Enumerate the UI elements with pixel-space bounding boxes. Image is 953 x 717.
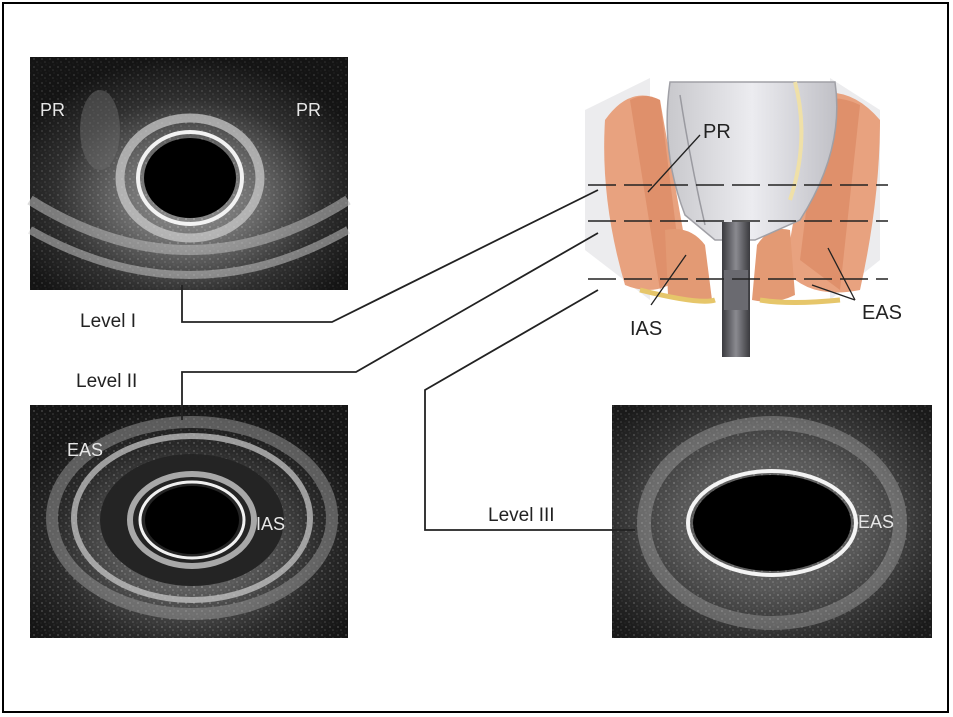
- anatomy-pr-label: PR: [703, 121, 731, 144]
- connector-level-3: [425, 290, 635, 530]
- us1-pr-right-label: PR: [296, 100, 321, 121]
- anal-canal-illustration: [585, 78, 888, 357]
- anatomy-ias-label: IAS: [630, 318, 662, 341]
- level-2-label: Level II: [76, 371, 137, 393]
- level-3-label: Level III: [488, 505, 555, 527]
- ultrasound-image-level-1: [30, 57, 348, 290]
- us2-eas-label: EAS: [67, 440, 103, 461]
- anatomy-eas-label: EAS: [862, 302, 902, 325]
- us3-eas-label: EAS: [858, 512, 894, 533]
- us1-pr-left-label: PR: [40, 100, 65, 121]
- us2-ias-label: IAS: [256, 514, 285, 535]
- level-1-label: Level I: [80, 311, 136, 333]
